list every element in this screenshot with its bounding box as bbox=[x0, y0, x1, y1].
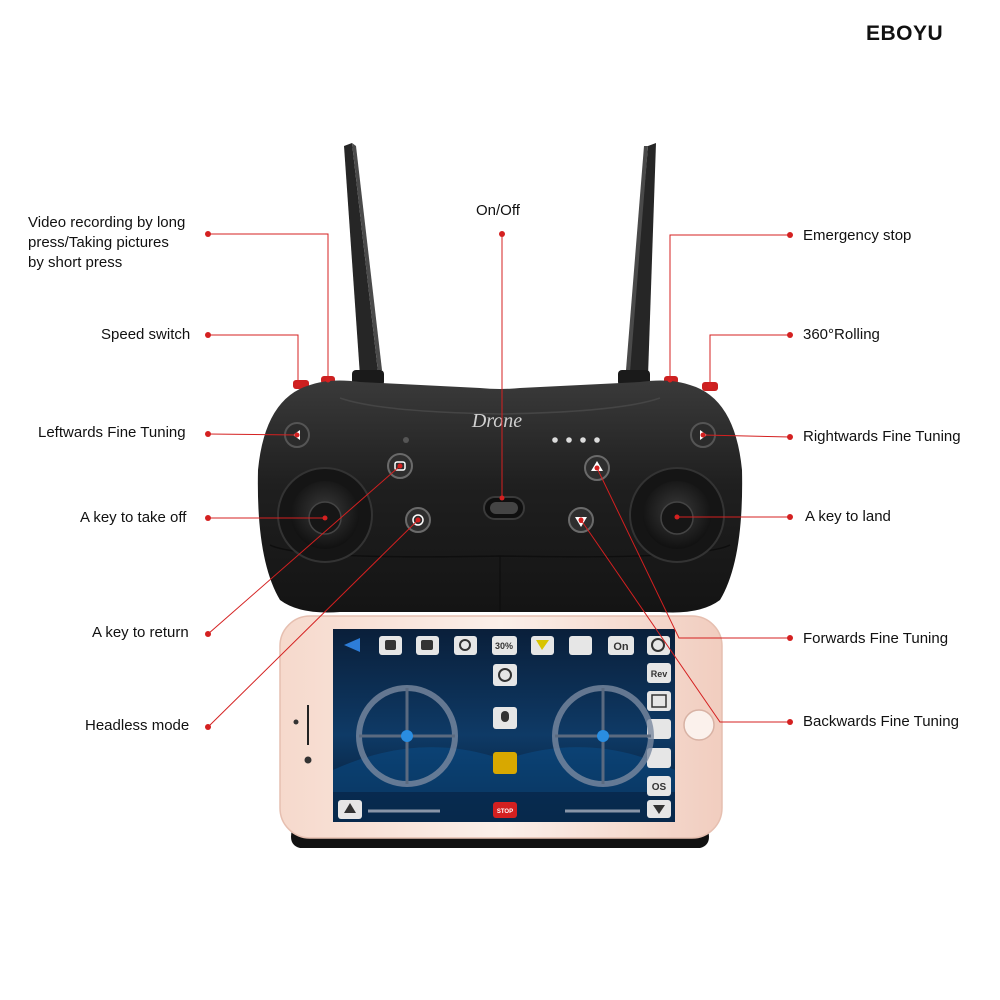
drone-logo: Drone bbox=[471, 410, 522, 432]
speed-percent-label: 30% bbox=[495, 641, 513, 651]
app-center-column: STOP bbox=[493, 664, 517, 818]
app-left-virtual-joystick bbox=[356, 685, 458, 787]
app-os-label: OS bbox=[652, 782, 667, 793]
app-toolbar: 30% On bbox=[344, 636, 670, 655]
phone: 30% On Rev OS bbox=[279, 615, 723, 839]
label-on-off: On/Off bbox=[476, 202, 520, 219]
label-emergency-stop: Emergency stop bbox=[803, 227, 912, 244]
left-joystick bbox=[277, 467, 373, 563]
app-rev-label: Rev bbox=[651, 669, 668, 679]
label-rightwards-fine-tuning: Rightwards Fine Tuning bbox=[803, 428, 961, 445]
label-speed-switch: Speed switch bbox=[101, 326, 191, 343]
label-video-recording: Video recording by long press/Taking pic… bbox=[28, 214, 186, 271]
label-360-rolling: 360°Rolling bbox=[803, 326, 880, 343]
phone-home-button bbox=[683, 709, 715, 741]
label-headless-mode: Headless mode bbox=[85, 717, 190, 734]
app-on-label: On bbox=[613, 641, 629, 653]
brand-name: EBOYU bbox=[866, 22, 944, 45]
callout-dots bbox=[205, 231, 793, 730]
label-leftwards-fine-tuning: Leftwards Fine Tuning bbox=[38, 424, 186, 441]
label-forwards-fine-tuning: Forwards Fine Tuning bbox=[803, 630, 949, 647]
left-antenna bbox=[344, 143, 384, 386]
label-backwards-fine-tuning: Backwards Fine Tuning bbox=[803, 713, 959, 730]
callout-lines bbox=[207, 233, 791, 728]
right-antenna bbox=[618, 143, 656, 386]
label-land: A key to land bbox=[805, 508, 891, 525]
app-right-virtual-joystick bbox=[552, 685, 654, 787]
label-take-off: A key to take off bbox=[80, 509, 187, 526]
power-switch bbox=[483, 496, 525, 520]
label-return: A key to return bbox=[92, 624, 189, 641]
app-stop-label: STOP bbox=[497, 809, 513, 815]
